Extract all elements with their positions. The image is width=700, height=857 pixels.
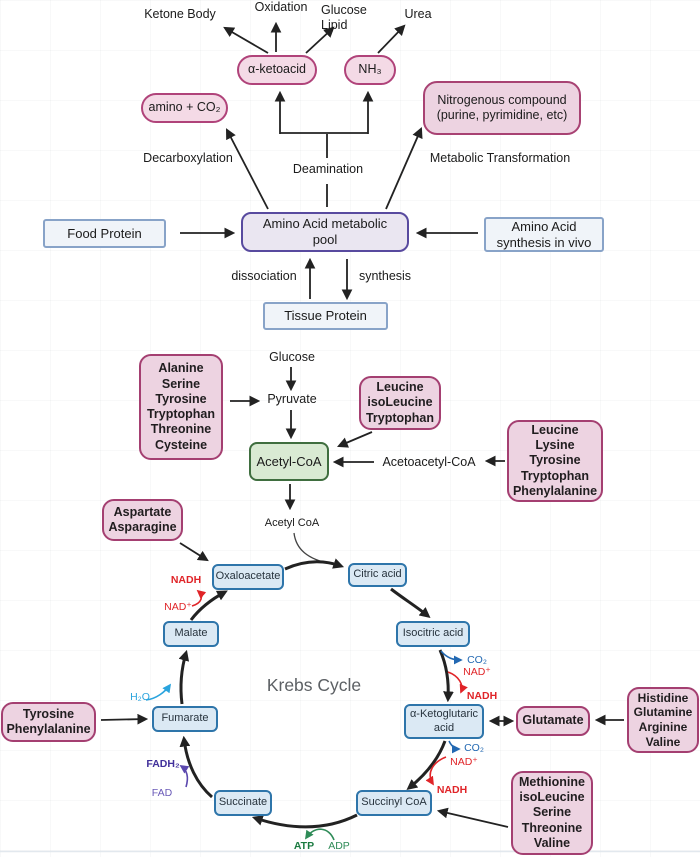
label-nadh-akg: NADH <box>436 784 468 796</box>
label-decarboxylation: Decarboxylation <box>143 151 233 165</box>
label-co2-akg: CO₂ <box>464 742 484 754</box>
node-succinyl-coa: Succinyl CoA <box>356 790 432 816</box>
krebs-ring-arrows <box>178 558 454 829</box>
node-succinate: Succinate <box>214 790 272 816</box>
arrow-nh3-to-urea <box>377 24 406 54</box>
arrow-tyrosine-to-fumarate <box>100 713 149 725</box>
curve-acetylcoa-entry <box>293 532 332 565</box>
group-tyrosine-phenylalanine: Tyrosine Phenylalanine <box>1 702 96 742</box>
node-tissue-protein: Tissue Protein <box>263 302 388 330</box>
curve-nad-to-nadh-akg <box>425 756 447 786</box>
arc-succinyl-to-succinate <box>251 813 358 829</box>
group-alanine-serine: Alanine Serine Tyrosine Tryptophan Threo… <box>139 354 223 460</box>
label-acetoacetyl-coa: Acetoacetyl-CoA <box>382 455 476 469</box>
node-nitrogenous-compound: Nitrogenous compound (purine, pyrimidine… <box>423 81 581 135</box>
node-amino-co2: amino + CO₂ <box>141 93 228 123</box>
curve-co2-isocitric <box>440 650 463 665</box>
node-alpha-ketoglutaric: α-Ketoglutaric acid <box>404 704 484 739</box>
label-dissociation: dissociation <box>231 269 297 283</box>
label-nad-isocitric: NAD⁺ <box>463 666 491 678</box>
curve-adp-to-atp <box>304 828 335 841</box>
arrow-aspartate-to-oxaloacetate <box>179 542 209 562</box>
label-deamination: Deamination <box>292 162 364 176</box>
arc-succinate-to-fumarate <box>179 735 213 799</box>
curve-h2o-fumarate <box>145 683 172 701</box>
krebs-cycle-title: Krebs Cycle <box>266 675 362 695</box>
arc-fumarate-to-malate <box>178 649 190 705</box>
label-acetyl-coa-entry: Acetyl CoA <box>264 517 320 529</box>
arc-malate-to-oxaloacetate <box>189 590 228 621</box>
label-co2-isocitric: CO₂ <box>467 654 487 666</box>
label-nad-malate: NAD⁺ <box>164 601 192 613</box>
group-leucine-isoleucine: Leucine isoLeucine Tryptophan <box>359 376 441 430</box>
label-ketone-body: Ketone Body <box>144 7 216 21</box>
node-amino-acid-pool: Amino Acid metabolic pool <box>241 212 409 252</box>
node-nh3: NH₃ <box>344 55 396 85</box>
label-nad-akg: NAD⁺ <box>450 756 478 768</box>
group-histidine: Histidine Glutamine Arginine Valine <box>627 687 699 753</box>
arc-oxaloacetate-to-citric <box>284 558 345 571</box>
node-glutamate: Glutamate <box>516 706 590 736</box>
arrow-decarboxylation <box>226 128 269 210</box>
label-nadh-malate: NADH <box>170 574 202 586</box>
arrow-methionine-to-succinyl <box>436 807 509 828</box>
arrow-ketoacid-to-glucose-lipid <box>305 26 335 54</box>
krebs-feed-arrows <box>100 542 624 828</box>
node-food-protein: Food Protein <box>43 219 166 248</box>
label-glucose: Glucose <box>269 350 315 364</box>
label-h2o: H₂O <box>130 691 150 703</box>
cofactor-arrows <box>145 589 468 841</box>
node-fumarate: Fumarate <box>152 706 218 732</box>
node-acetyl-coa: Acetyl-CoA <box>249 442 329 481</box>
curve-co2-akg <box>448 740 461 754</box>
label-oxidation: Oxidation <box>254 0 308 14</box>
label-pyruvate: Pyruvate <box>267 392 317 406</box>
label-glucose-lipid: Glucose Lipid <box>321 3 367 32</box>
label-synthesis: synthesis <box>358 269 412 283</box>
arrow-metabolic-transformation <box>385 127 423 210</box>
node-citric-acid: Citric acid <box>348 563 407 587</box>
group-methionine: Methionine isoLeucine Serine Threonine V… <box>511 771 593 855</box>
arc-akg-to-succinyl <box>406 740 447 791</box>
curve-nad-to-nadh-isocitric <box>447 671 468 694</box>
label-nadh-isocitric: NADH <box>466 690 498 702</box>
node-isocitric-acid: Isocitric acid <box>396 621 470 647</box>
label-fad: FAD <box>151 787 173 799</box>
node-alpha-ketoacid: α-ketoacid <box>237 55 317 85</box>
label-metabolic-transformation: Metabolic Transformation <box>429 151 571 165</box>
arrow-ketoacid-to-ketone <box>223 26 269 54</box>
node-malate: Malate <box>163 621 219 647</box>
group-aspartate: Aspartate Asparagine <box>102 499 183 541</box>
group-leucine-lysine: Leucine Lysine Tyrosine Tryptophan Pheny… <box>507 420 603 502</box>
arc-isocitric-to-akg <box>438 649 454 703</box>
label-atp: ATP <box>293 840 315 852</box>
arc-citric-to-isocitric <box>390 587 431 619</box>
label-urea: Urea <box>404 7 432 21</box>
label-fadh2: FADH₂ <box>146 758 180 770</box>
node-amino-acid-synthesis: Amino Acid synthesis in vivo <box>484 217 604 252</box>
curve-nad-to-nadh-malate <box>191 589 207 607</box>
top-arrows <box>180 21 478 301</box>
curve-fad-to-fadh2 <box>179 765 190 788</box>
label-adp: ADP <box>328 840 350 852</box>
node-oxaloacetate: Oxaloacetate <box>212 564 284 590</box>
arrow-leucine-group-to-acetylcoa <box>337 431 373 448</box>
